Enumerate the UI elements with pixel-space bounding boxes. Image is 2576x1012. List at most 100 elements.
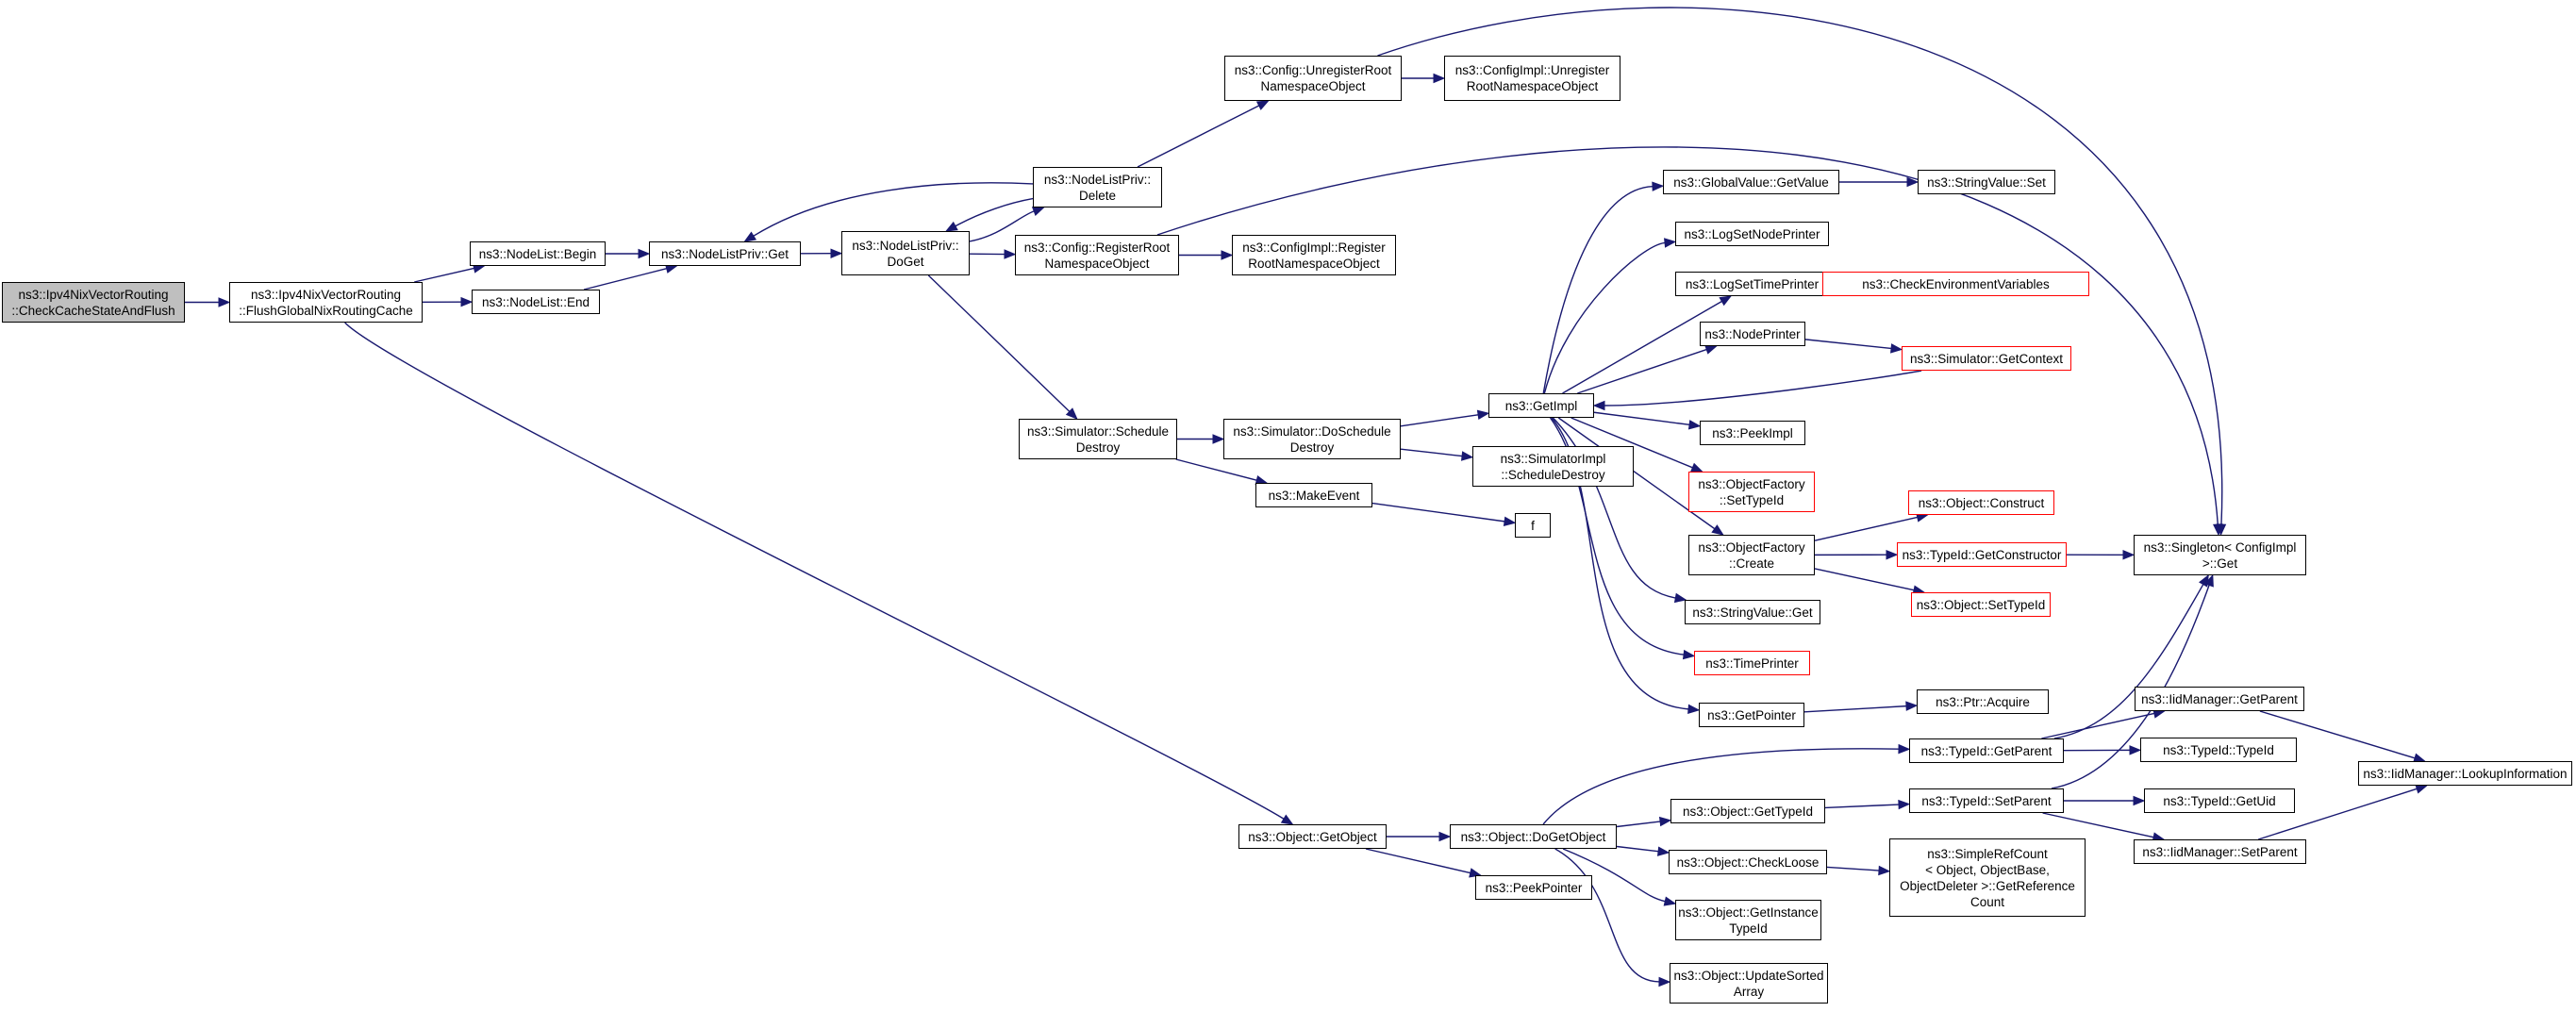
function-node-logtime[interactable]: ns3::LogSetTimePrinter — [1675, 272, 1829, 296]
function-node-label: ns3::PeekImpl — [1712, 425, 1793, 440]
call-edge-objdogetobject-to-tidgetparent — [1542, 748, 1900, 825]
function-node-label: >::Get — [2202, 556, 2238, 571]
function-node-getpointer[interactable]: ns3::GetPointer — [1699, 703, 1804, 727]
function-node-objconstruct[interactable]: ns3::Object::Construct — [1908, 490, 2054, 515]
call-edge-makeevent-to-f — [1371, 502, 1505, 523]
call-edge-objgetobject-to-peekpointer — [1365, 848, 1471, 874]
function-node-f[interactable]: f — [1515, 513, 1551, 538]
call-edge-getimpl-to-nodeprinter — [1577, 348, 1707, 394]
function-node-label: ns3::Simulator::Schedule — [1026, 423, 1170, 439]
call-edge-arrowhead — [2122, 550, 2136, 560]
function-node-gvgetvalue[interactable]: ns3::GlobalValue::GetValue — [1663, 170, 1839, 194]
function-node-nlpdelete[interactable]: ns3::NodeListPriv::Delete — [1033, 167, 1162, 207]
function-node-makeevent[interactable]: ns3::MakeEvent — [1255, 483, 1372, 507]
function-node-tidtypeid[interactable]: ns3::TypeId::TypeId — [2140, 738, 2297, 762]
function-node-objcheckloose[interactable]: ns3::Object::CheckLoose — [1669, 850, 1827, 874]
call-edge-arrowhead — [1658, 816, 1672, 827]
function-node-ofcreate[interactable]: ns3::ObjectFactory::Create — [1688, 535, 1815, 575]
function-node-simgetctx[interactable]: ns3::Simulator::GetContext — [1902, 346, 2071, 371]
function-node-label: ns3::LogSetTimePrinter — [1685, 276, 1820, 291]
function-node-ptracquire[interactable]: ns3::Ptr::Acquire — [1917, 689, 2049, 714]
function-node-iidlookup[interactable]: ns3::IidManager::LookupInformation — [2358, 761, 2572, 786]
function-node-iidgetparent[interactable]: ns3::IidManager::GetParent — [2135, 687, 2304, 711]
function-node-iidsetparent[interactable]: ns3::IidManager::SetParent — [2134, 839, 2306, 864]
function-node-timeprinter[interactable]: ns3::TimePrinter — [1694, 651, 1810, 675]
function-node-label: TypeId — [1729, 921, 1768, 936]
function-node-tidgetctor[interactable]: ns3::TypeId::GetConstructor — [1897, 542, 2067, 567]
call-edge-arrowhead — [2213, 523, 2223, 537]
call-edge-ofcreate-to-objconstruct — [1814, 516, 1918, 541]
call-edge-arrowhead — [1878, 865, 1891, 876]
function-node-label: ns3::TypeId::GetParent — [1920, 743, 2052, 758]
call-edge-flush-to-objgetobject — [344, 322, 1285, 820]
function-node-objgetobject[interactable]: ns3::Object::GetObject — [1238, 824, 1387, 849]
function-node-lognode[interactable]: ns3::LogSetNodePrinter — [1675, 222, 1829, 246]
function-node-label: ns3::GetPointer — [1707, 707, 1796, 722]
function-node-label: ns3::Ptr::Acquire — [1936, 694, 2030, 709]
function-node-nlbegin[interactable]: ns3::NodeList::Begin — [470, 241, 606, 266]
function-node-label: ns3::TimePrinter — [1705, 655, 1799, 671]
function-node-nlpget[interactable]: ns3::NodeListPriv::Get — [649, 241, 801, 266]
function-node-tidgetparent[interactable]: ns3::TypeId::GetParent — [1909, 738, 2064, 763]
function-node-tidsetparent[interactable]: ns3::TypeId::SetParent — [1909, 788, 2064, 813]
call-edge-arrowhead — [2415, 784, 2429, 794]
function-node-nlpdoget[interactable]: ns3::NodeListPriv::DoGet — [841, 231, 970, 275]
function-node-label: ns3::NodeList::Begin — [478, 246, 597, 261]
function-node-label: ns3::NodeList::End — [481, 294, 590, 309]
call-edge-arrowhead — [1065, 407, 1078, 420]
call-edge-arrowhead — [743, 231, 757, 242]
call-edge-arrowhead — [1682, 649, 1696, 660]
call-edge-simsched-to-makeevent — [1175, 458, 1257, 481]
function-node-checkenv[interactable]: ns3::CheckEnvironmentVariables — [1822, 272, 2089, 296]
function-node-label: ns3::NodePrinter — [1704, 326, 1801, 341]
function-node-peekpointer[interactable]: ns3::PeekPointer — [1475, 875, 1592, 900]
function-node-label: < Object, ObjectBase, — [1925, 862, 2050, 877]
function-node-svset[interactable]: ns3::StringValue::Set — [1918, 170, 2055, 194]
function-node-peekimpl[interactable]: ns3::PeekImpl — [1700, 421, 1805, 445]
function-node-label: ns3::SimpleRefCount — [1927, 846, 2048, 861]
function-node-label: ns3::PeekPointer — [1485, 880, 1583, 895]
function-node-tidgetuid[interactable]: ns3::TypeId::GetUid — [2144, 788, 2295, 813]
function-node-ofsettid[interactable]: ns3::ObjectFactory::SetTypeId — [1688, 472, 1815, 512]
call-edge-arrowhead — [1280, 814, 1294, 825]
function-node-label: ns3::Simulator::DoSchedule — [1233, 423, 1391, 439]
function-node-objdogetobject[interactable]: ns3::Object::DoGetObject — [1450, 824, 1617, 849]
function-node-label: ns3::Object::UpdateSorted — [1673, 968, 1824, 983]
function-node-getimpl[interactable]: ns3::GetImpl — [1488, 393, 1594, 418]
function-node-objgettid[interactable]: ns3::Object::GetTypeId — [1670, 799, 1825, 823]
function-node-label: NamespaceObject — [1260, 79, 1366, 93]
call-edge-getimpl-to-ofcreate — [1557, 417, 1716, 530]
call-edge-arrowhead — [1433, 73, 1446, 84]
call-edge-getimpl-to-peekimpl — [1593, 411, 1690, 426]
function-node-label: ns3::ConfigImpl::Register — [1242, 240, 1386, 255]
function-node-svget[interactable]: ns3::StringValue::Get — [1685, 600, 1820, 624]
call-edge-objdogetobject-to-objcheckloose — [1616, 845, 1659, 853]
function-node-simimplsched[interactable]: ns3::SimulatorImpl::ScheduleDestroy — [1472, 446, 1634, 487]
call-edge-tidsetparent-to-singleton — [2051, 585, 2210, 789]
function-node-singleton[interactable]: ns3::Singleton< ConfigImpl>::Get — [2134, 535, 2306, 575]
function-node-label: ns3::StringValue::Get — [1692, 605, 1813, 620]
function-node-label: ns3::Object::GetTypeId — [1682, 804, 1814, 819]
call-edge-cfgunreg-to-singleton — [1377, 7, 2223, 525]
function-node-nlend[interactable]: ns3::NodeList::End — [472, 290, 600, 314]
call-edge-tidgetparent-to-singleton — [2053, 584, 2204, 739]
function-node-label: NamespaceObject — [1044, 256, 1150, 271]
function-node-label: ns3::SimulatorImpl — [1500, 451, 1606, 466]
function-node-simplerefcount[interactable]: ns3::SimpleRefCount< Object, ObjectBase,… — [1889, 838, 2086, 917]
call-edge-arrowhead — [1704, 344, 1718, 355]
call-edge-arrowhead — [1212, 434, 1225, 444]
function-node-flush[interactable]: ns3::Ipv4NixVectorRouting::FlushGlobalNi… — [229, 282, 423, 323]
function-node-objsettid[interactable]: ns3::Object::SetTypeId — [1911, 592, 2051, 617]
call-edge-simgetctx-to-getimpl — [1604, 370, 1922, 406]
function-node-nodeprinter[interactable]: ns3::NodePrinter — [1700, 322, 1805, 346]
function-node-label: Destroy — [1075, 440, 1121, 455]
call-edge-arrowhead — [1687, 420, 1702, 430]
